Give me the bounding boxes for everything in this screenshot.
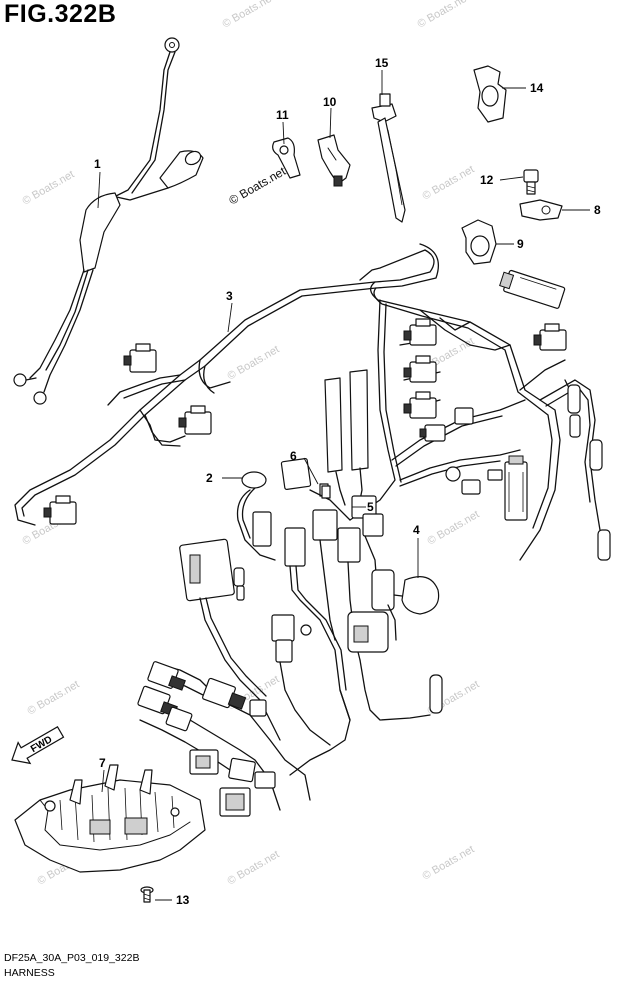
watermark: © Boats.net xyxy=(426,508,482,547)
part-12-bolt xyxy=(523,169,539,195)
callout-5: 5 xyxy=(367,500,374,514)
part-15-cable-tie xyxy=(371,93,406,223)
watermark: © Boats.net xyxy=(226,848,282,887)
fwd-label: FWD xyxy=(29,734,54,755)
callout-7: 7 xyxy=(99,756,106,770)
watermark: © Boats.net xyxy=(21,168,77,207)
figure-title: FIG.322B xyxy=(4,0,117,28)
part-8-terminal xyxy=(519,199,563,221)
lower-harness xyxy=(137,538,443,817)
harness-connectors xyxy=(43,269,611,561)
watermark: © Boats.net xyxy=(221,0,277,31)
part-14-clamp xyxy=(473,65,507,123)
watermark: © Boats.net xyxy=(421,843,477,882)
watermark: © Boats.net xyxy=(421,163,477,202)
watermark-dark: © Boats.net xyxy=(227,164,289,208)
callouts: 1 2 3 4 5 6 7 8 9 10 11 12 13 14 15 xyxy=(94,56,601,907)
callout-9: 9 xyxy=(517,237,524,251)
watermark: © Boats.net xyxy=(226,343,282,382)
part-11-clip xyxy=(272,137,301,179)
relay-junction xyxy=(236,457,384,721)
part-10-clamp xyxy=(317,134,351,187)
callout-15: 15 xyxy=(375,56,389,70)
watermarks: © Boats.net © Boats.net © Boats.net © Bo… xyxy=(21,0,482,888)
callout-12: 12 xyxy=(480,173,494,187)
callout-10: 10 xyxy=(323,95,337,109)
callout-8: 8 xyxy=(594,203,601,217)
part-7-bracket xyxy=(14,764,206,873)
diagram-name: HARNESS xyxy=(4,967,55,979)
callout-13: 13 xyxy=(176,893,190,907)
watermark: © Boats.net xyxy=(416,0,472,31)
callout-11: 11 xyxy=(276,108,289,122)
part-2-grommet xyxy=(241,471,267,489)
part-4-sensor xyxy=(347,569,440,653)
callout-14: 14 xyxy=(530,81,544,95)
callout-6: 6 xyxy=(290,449,297,463)
callout-1: 1 xyxy=(94,157,101,171)
callout-2: 2 xyxy=(206,471,213,485)
diagram-code: DF25A_30A_P03_019_322B xyxy=(4,952,140,964)
fwd-arrow: FWD xyxy=(11,725,65,765)
part-1-battery-cable xyxy=(13,37,204,405)
watermark: © Boats.net xyxy=(26,678,82,717)
part-13-screw xyxy=(140,886,154,903)
callout-3: 3 xyxy=(226,289,233,303)
callout-4: 4 xyxy=(413,523,420,537)
temperature-sensors xyxy=(324,369,369,506)
part-9-clamp xyxy=(461,219,497,265)
part-6-fuse xyxy=(321,485,331,499)
